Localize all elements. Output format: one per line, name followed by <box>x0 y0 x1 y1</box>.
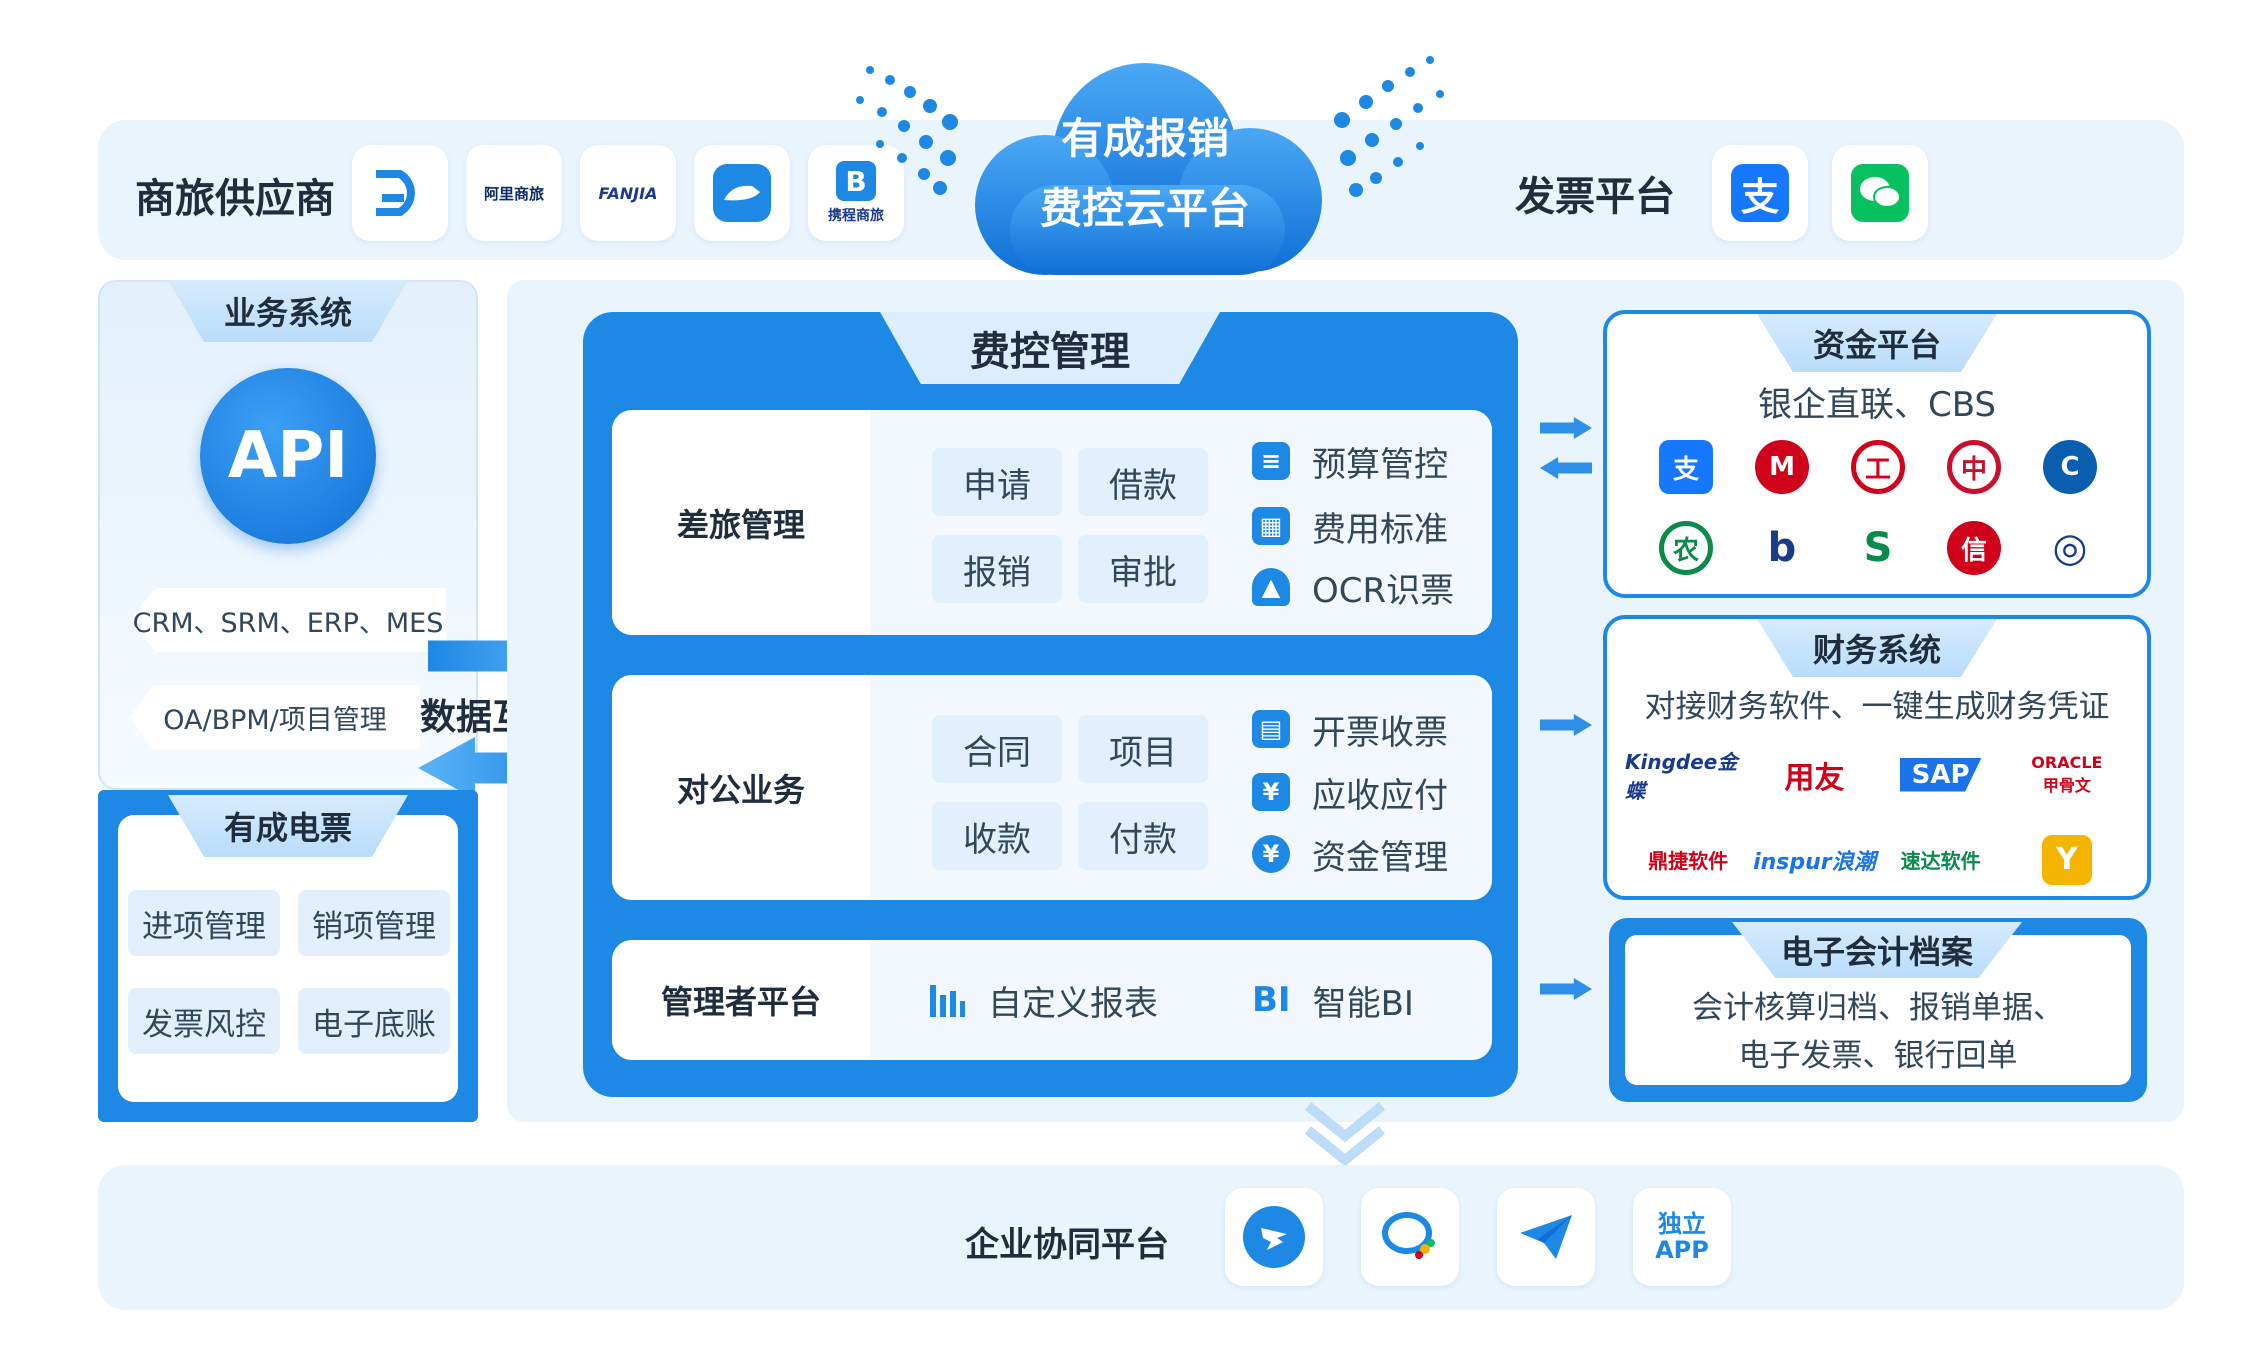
archive-tab: 电子会计档案 <box>1732 922 2022 978</box>
train-icon[interactable] <box>694 145 790 241</box>
icbc-icon[interactable]: 工 <box>1851 440 1905 494</box>
superdata-icon[interactable]: 速达软件 <box>1900 849 1981 873</box>
business-system-tab: 业务系统 <box>168 280 408 342</box>
oracle-icon[interactable]: ORACLE 甲骨文 <box>2031 753 2103 795</box>
yicheng-icon[interactable]: Y <box>2041 834 2092 885</box>
dots-decoration-right <box>1334 56 1444 197</box>
finance-system-subtitle: 对接财务软件、一键生成财务凭证 <box>1644 688 2110 725</box>
e-invoice-inner <box>118 815 458 1102</box>
finance-vendor-grid: Kingdee金蝶 用友 SAP ORACLE 甲骨文 鼎捷软件 inspur浪… <box>1625 745 2130 885</box>
wechat-icon[interactable] <box>1832 145 1928 241</box>
calculator-icon: ▦ <box>1252 507 1290 545</box>
cloud-title-line1: 有成报销 <box>1060 113 1229 163</box>
chevron-down-icon <box>1304 1102 1386 1167</box>
e-invoice-item-ledger[interactable]: 电子底账 <box>298 988 450 1054</box>
citic-icon[interactable]: 信 <box>1947 521 2001 575</box>
ocr-stamp-icon: ▲ <box>1252 568 1290 606</box>
abc-icon[interactable]: 农 <box>1659 521 1713 575</box>
collab-bar <box>98 1165 2184 1310</box>
manager-label: 管理者平台 <box>612 940 870 1060</box>
fund-platform-subtitle: 银企直联、CBS <box>1757 384 1997 425</box>
travel-chip-approve[interactable]: 审批 <box>1078 535 1208 603</box>
bocom-icon[interactable]: b <box>1767 525 1797 571</box>
corporate-chip-project[interactable]: 项目 <box>1078 715 1208 783</box>
didi-icon[interactable] <box>352 145 448 241</box>
fund-platform-tab: 资金平台 <box>1757 314 1997 372</box>
feature-bi[interactable]: BI 智能BI <box>1252 980 1414 1024</box>
suppliers-label: 商旅供应商 <box>135 176 335 222</box>
arrow-from-fund <box>1540 457 1592 479</box>
alipay-icon[interactable]: 支 <box>1712 145 1808 241</box>
feature-fund[interactable]: ¥资金管理 <box>1252 830 1448 878</box>
corporate-chip-pay[interactable]: 付款 <box>1078 802 1208 870</box>
invoice-card-icon: ▤ <box>1252 710 1290 748</box>
alipay-bank-icon[interactable]: 支 <box>1659 440 1713 494</box>
digiwin-icon[interactable]: 鼎捷软件 <box>1648 849 1729 873</box>
arrow-to-archive <box>1540 978 1592 1000</box>
expense-tab: 费控管理 <box>880 312 1220 384</box>
spdb-icon[interactable]: S <box>1863 525 1893 571</box>
invoice-platform-label: 发票平台 <box>1515 174 1675 220</box>
dingtalk-icon[interactable] <box>1225 1188 1323 1286</box>
travel-chip-loan[interactable]: 借款 <box>1078 448 1208 516</box>
travel-chip-reimburse[interactable]: 报销 <box>932 535 1062 603</box>
corporate-chip-receive[interactable]: 收款 <box>932 802 1062 870</box>
archive-line2: 电子发票、银行回单 <box>1738 1037 2018 1074</box>
e-invoice-item-output[interactable]: 销项管理 <box>298 890 450 956</box>
corporate-label: 对公业务 <box>612 675 870 900</box>
bi-icon: BI <box>1252 980 1291 1020</box>
ctrip-business-icon[interactable]: B 携程商旅 <box>808 145 904 241</box>
business-item-oa: OA/BPM/项目管理 <box>130 685 420 749</box>
arrow-to-fund <box>1540 417 1592 439</box>
feature-ocr[interactable]: ▲OCR识票 <box>1252 563 1454 611</box>
business-item-crm: CRM、SRM、ERP、MES <box>130 588 446 652</box>
bar-report-icon <box>930 985 965 1017</box>
archive-line1: 会计核算归档、报销单据、 <box>1692 989 2064 1026</box>
ccb-icon[interactable]: C <box>2043 440 2097 494</box>
alibaba-travel-icon[interactable]: 阿里商旅 <box>466 145 562 241</box>
yuan-circle-icon: ¥ <box>1252 835 1290 873</box>
travel-label: 差旅管理 <box>612 410 870 635</box>
finance-system-tab: 财务系统 <box>1757 619 1997 677</box>
e-invoice-item-input[interactable]: 进项管理 <box>128 890 280 956</box>
feature-standard[interactable]: ▦费用标准 <box>1252 502 1448 550</box>
feature-report[interactable]: 自定义报表 <box>928 976 1158 1024</box>
dots-decoration-left <box>856 66 958 195</box>
feishu-icon[interactable] <box>1497 1188 1595 1286</box>
feature-invoicing[interactable]: ▤开票收票 <box>1252 705 1448 753</box>
api-badge[interactable]: API <box>200 368 376 544</box>
yonyou-icon[interactable]: 用友 <box>1784 760 1845 796</box>
wecom-icon[interactable] <box>1361 1188 1459 1286</box>
manager-row: 管理者平台 <box>612 940 1492 1060</box>
collab-label: 企业协同平台 <box>965 1225 1169 1265</box>
arrow-to-finance <box>1540 714 1592 736</box>
feature-receivable[interactable]: ¥应收应付 <box>1252 768 1448 816</box>
boc-icon[interactable]: 中 <box>1947 440 2001 494</box>
budget-icon: ≡ <box>1252 442 1290 480</box>
cmb-icon[interactable]: M <box>1755 440 1809 494</box>
inspur-icon[interactable]: inspur浪潮 <box>1753 849 1876 875</box>
manager-body <box>870 940 1492 1060</box>
e-invoice-tab: 有成电票 <box>168 795 408 857</box>
bank-logo-grid: 支 M 工 中 C 农 b S 信 ◎ <box>1638 440 2118 580</box>
e-invoice-item-risk[interactable]: 发票风控 <box>128 988 280 1054</box>
fanjia-icon[interactable]: FANJIA <box>580 145 676 241</box>
sap-icon[interactable]: SAP <box>1899 757 1982 792</box>
standalone-app-icon[interactable]: 独立APP <box>1633 1188 1731 1286</box>
corporate-chip-contract[interactable]: 合同 <box>932 715 1062 783</box>
travel-chip-apply[interactable]: 申请 <box>932 448 1062 516</box>
cib-icon[interactable]: ◎ <box>2052 525 2088 571</box>
kingdee-icon[interactable]: Kingdee金蝶 <box>1625 749 1738 803</box>
yuan-shield-icon: ¥ <box>1252 773 1290 811</box>
cloud-title-line2: 费控云平台 <box>1039 183 1250 233</box>
feature-budget[interactable]: ≡预算管控 <box>1252 437 1448 485</box>
cloud-shape <box>975 63 1322 275</box>
